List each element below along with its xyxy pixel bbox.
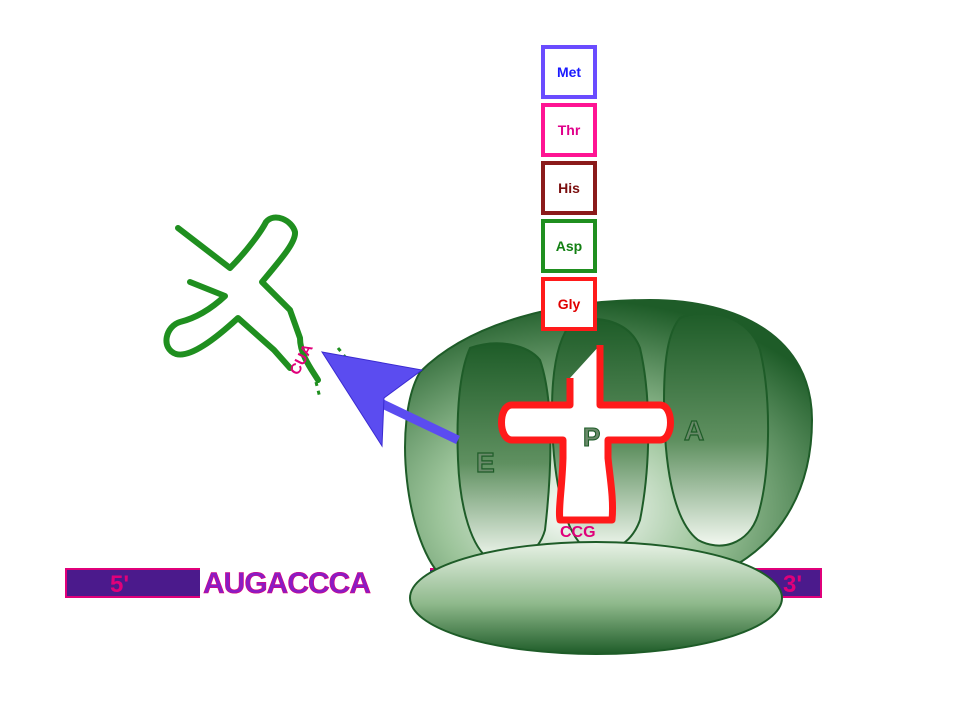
exit-arrow (320, 351, 460, 448)
mrna-three-prime-label: 3' (783, 571, 802, 598)
amino-acid-asp: Asp (541, 219, 597, 273)
mrna-sequence-background (200, 566, 430, 600)
a-site-tunnel (662, 312, 770, 547)
ptrna-anticodon: CCG (560, 524, 596, 541)
exiting-trna: CUA (163, 214, 348, 399)
amino-acid-label: Met (557, 64, 581, 80)
e-site-label: E (476, 447, 495, 478)
amino-acid-gly: Gly (541, 277, 597, 331)
amino-acid-label: His (558, 180, 580, 196)
p-site-label: P (583, 422, 600, 452)
a-site-label: A (684, 415, 704, 446)
amino-acid-label: Gly (558, 296, 581, 312)
a-site: A (662, 312, 770, 547)
amino-acid-thr: Thr (541, 103, 597, 157)
amino-acid-his: His (541, 161, 597, 215)
amino-acid-box (541, 161, 597, 215)
exit-arrow-shaft (368, 393, 460, 445)
ptrna-body (498, 345, 674, 524)
amino-acid-box (541, 45, 597, 99)
exit-arrow-head (320, 351, 424, 448)
ptrna: P CCG (498, 345, 674, 565)
exiting-trna-body (163, 214, 321, 383)
e-site: E (456, 342, 552, 563)
amino-acid-box (541, 103, 597, 157)
amino-acid-box (541, 277, 597, 331)
exiting-dash-2 (314, 381, 322, 399)
ribosome-small-subunit (409, 541, 783, 655)
amino-acid-label: Asp (556, 238, 582, 254)
amino-acid-box (541, 219, 597, 273)
amino-acid-label: Thr (558, 122, 581, 138)
mrna-sequence-text: AUGACCCA (203, 567, 370, 600)
amino-acid-met: Met (541, 45, 597, 99)
e-site-tunnel (456, 342, 552, 563)
mrna-five-prime-label: 5' (110, 571, 129, 598)
